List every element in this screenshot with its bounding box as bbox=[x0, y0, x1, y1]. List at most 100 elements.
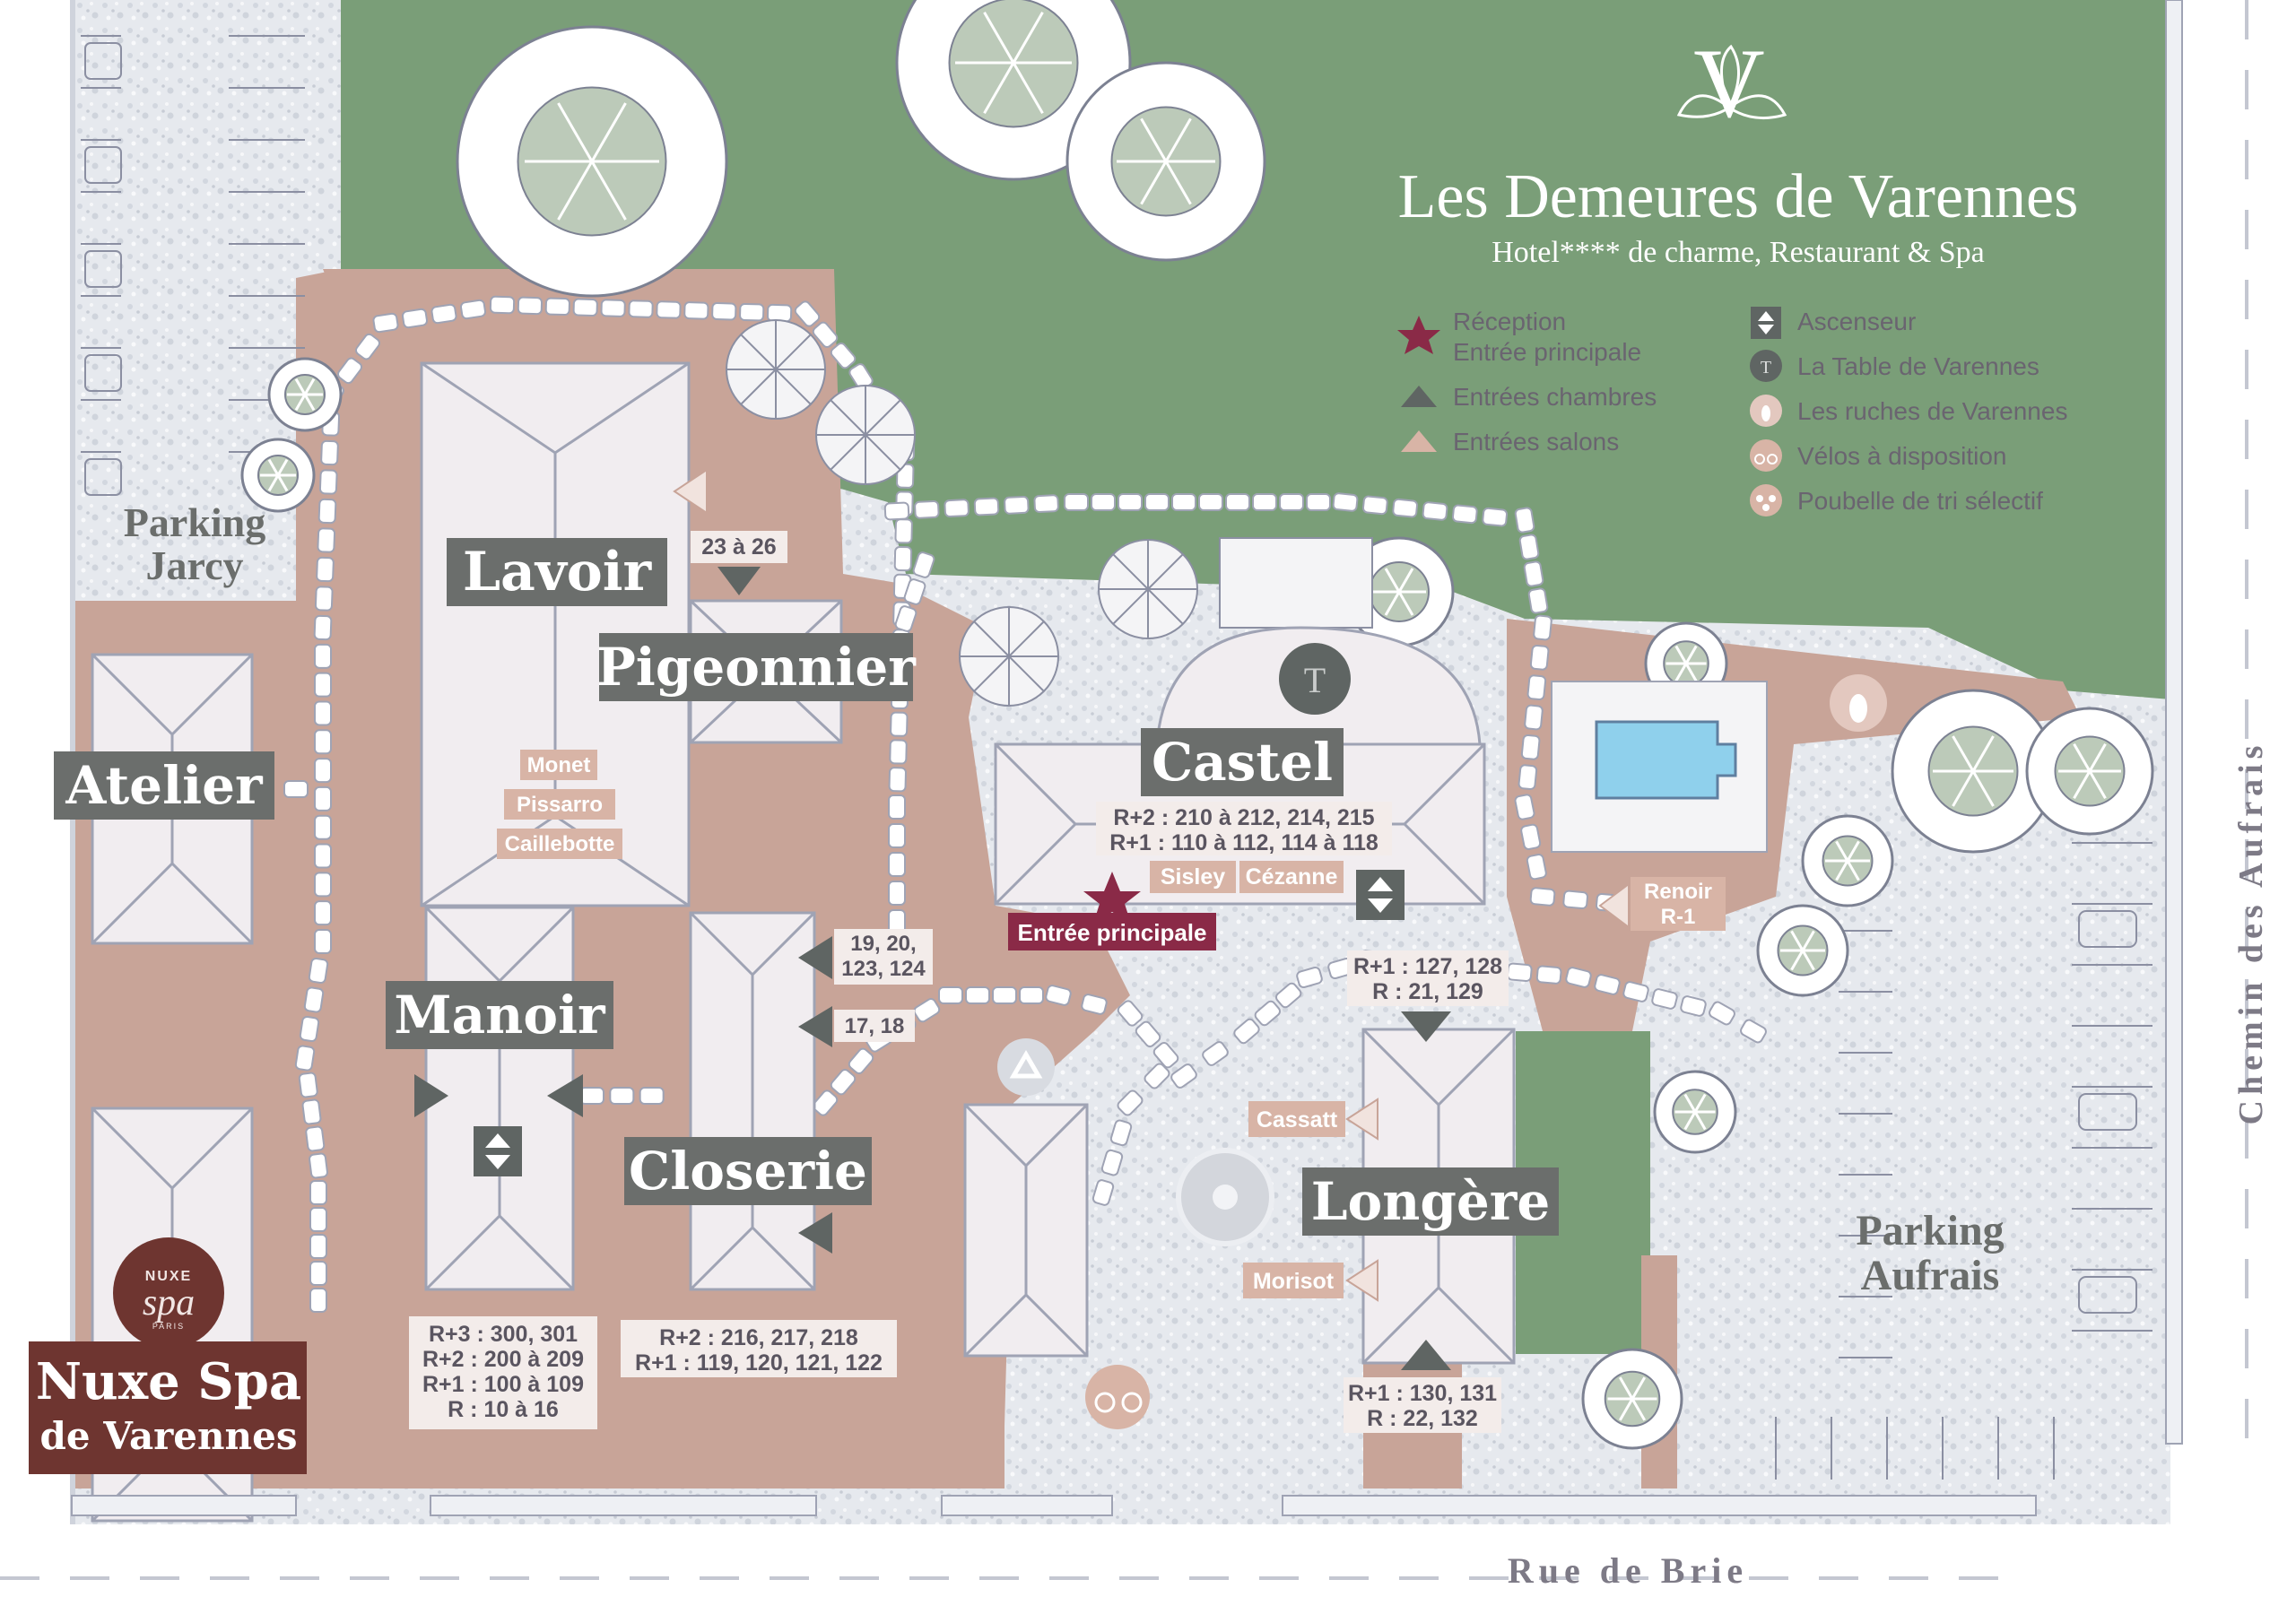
path-stone bbox=[794, 300, 821, 327]
rooms-manoir-r3: R+3 : 300, 301 bbox=[429, 1322, 578, 1347]
path-stone bbox=[489, 295, 516, 315]
parked-car bbox=[2078, 1093, 2137, 1131]
path-stone bbox=[830, 342, 857, 369]
building-atelier: Atelier bbox=[65, 755, 264, 816]
salon-caillebotte: Caillebotte bbox=[505, 832, 615, 856]
path-stone bbox=[309, 1152, 328, 1179]
path-stone bbox=[1170, 1063, 1197, 1089]
tree-branch bbox=[1952, 770, 1975, 807]
tree-branch bbox=[1971, 735, 1995, 772]
path-stone bbox=[739, 302, 765, 322]
path-stone bbox=[1152, 1041, 1179, 1069]
path-stone bbox=[888, 767, 907, 793]
building-nuxe-spa-line2: de Varennes bbox=[40, 1414, 298, 1458]
path-stone bbox=[314, 672, 332, 698]
path-stone bbox=[1651, 988, 1678, 1010]
path-stone bbox=[313, 614, 333, 641]
path-stone bbox=[912, 551, 935, 578]
legend-bicycle-icon bbox=[1750, 439, 1782, 472]
path-stone bbox=[830, 1068, 857, 1096]
path-stone bbox=[1100, 1149, 1124, 1176]
path-stone bbox=[812, 1089, 839, 1116]
tree-branch bbox=[1846, 840, 1860, 862]
road-label-chemin-des-aufrais: Chemin des Aufrais bbox=[2232, 741, 2270, 1125]
path-stone bbox=[309, 1288, 327, 1313]
path-stone bbox=[1565, 967, 1592, 988]
legend-label-room-entrances: Entrées chambres bbox=[1453, 383, 1657, 411]
tree-branch bbox=[1952, 735, 1975, 772]
path-stone bbox=[314, 729, 332, 755]
path-stone bbox=[600, 299, 626, 317]
tree-branch bbox=[2088, 770, 2107, 800]
tree-branch bbox=[1618, 1398, 1634, 1421]
path-stone bbox=[883, 501, 910, 521]
path-stone bbox=[1252, 493, 1277, 511]
path-stone bbox=[1019, 986, 1044, 1004]
nuxe-spa-logo-word: spa bbox=[143, 1282, 195, 1324]
parasol-rib bbox=[973, 655, 1010, 692]
tree-branch bbox=[1790, 950, 1805, 971]
tree-branch bbox=[983, 11, 1015, 64]
path-stone bbox=[1535, 965, 1562, 985]
nuxe-spa-logo bbox=[113, 1237, 224, 1349]
roof-annex-ridge bbox=[963, 1103, 1089, 1358]
salon-tags bbox=[497, 750, 1726, 1298]
path-stone bbox=[812, 321, 839, 349]
path-stone bbox=[1594, 974, 1621, 995]
legend-label-salon-entrances: Entrées salons bbox=[1453, 428, 1619, 456]
east-wall bbox=[2165, 0, 2183, 1445]
tree-branch bbox=[1164, 117, 1192, 162]
rooms-longere-south-r1: R+1 : 130, 131 bbox=[1348, 1381, 1497, 1406]
parking-aufrais-spaces bbox=[1775, 842, 2152, 1480]
nuxe-spa-logo-city: PARIS bbox=[152, 1322, 185, 1331]
building-nuxe-spa: Nuxe Spa bbox=[36, 1352, 301, 1411]
tree-branch bbox=[1693, 1111, 1707, 1131]
legend-beehive-icon-body bbox=[1761, 405, 1770, 421]
south-wall bbox=[71, 1495, 2037, 1516]
path-stone bbox=[1524, 704, 1544, 731]
path-stone bbox=[1451, 504, 1478, 525]
rooms-castel-r1: R+1 : 110 à 112, 114 à 118 bbox=[1109, 830, 1378, 855]
path-stone bbox=[355, 333, 380, 360]
path-stone bbox=[944, 499, 970, 518]
parasol-rib bbox=[1147, 588, 1184, 625]
path-stone bbox=[1422, 501, 1448, 521]
parking-jarcy-spaces bbox=[81, 35, 305, 496]
tree-branch bbox=[1683, 1093, 1697, 1113]
path-stone bbox=[294, 1045, 316, 1072]
legend-label-reception-line2: Entrée principale bbox=[1453, 338, 1641, 366]
path-stone bbox=[314, 814, 332, 840]
bicycle-icon bbox=[1085, 1365, 1150, 1429]
tree-branch bbox=[1140, 161, 1168, 205]
path-stone bbox=[1506, 962, 1533, 982]
legend-elevator-icon bbox=[1751, 307, 1781, 339]
tree-branch bbox=[983, 62, 1015, 115]
path-stone bbox=[965, 986, 990, 1004]
path-stone bbox=[298, 1072, 318, 1098]
rooms-manoir-r: R : 10 à 16 bbox=[448, 1397, 559, 1422]
rooms-pigeonnier: 23 à 26 bbox=[701, 534, 776, 560]
path-stone bbox=[1709, 1001, 1735, 1026]
tree-branch bbox=[590, 102, 627, 162]
building-closerie: Closerie bbox=[629, 1141, 867, 1202]
bicycle-icon-wheel-left bbox=[1094, 1392, 1116, 1413]
reception-star-icon bbox=[1083, 872, 1141, 924]
rooms-closerie-entrance-a-line1: 19, 20, bbox=[850, 932, 916, 956]
reception-main-entrance-label: Entrée principale bbox=[1018, 919, 1207, 946]
legend-bicycle-icon-wheel-left bbox=[1754, 454, 1765, 464]
path-stone bbox=[314, 900, 332, 926]
legend-label-restaurant: La Table de Varennes bbox=[1797, 352, 2039, 380]
beehive-icon-body bbox=[1849, 694, 1867, 723]
salon-renoir-level: R-1 bbox=[1661, 905, 1696, 929]
reception-label-box bbox=[1008, 913, 1216, 950]
path-stone bbox=[1562, 890, 1588, 910]
terrace-steps bbox=[1219, 537, 1373, 629]
path-stone bbox=[316, 556, 335, 583]
path-stone bbox=[303, 986, 325, 1013]
tree-branch bbox=[276, 474, 289, 492]
path-stone bbox=[628, 299, 654, 318]
path-stone bbox=[337, 357, 362, 385]
closerie-label-box bbox=[624, 1137, 872, 1205]
parking-jarcy-label-line1: Parking bbox=[124, 499, 265, 545]
legend-label-reception: Réception bbox=[1453, 308, 1566, 335]
